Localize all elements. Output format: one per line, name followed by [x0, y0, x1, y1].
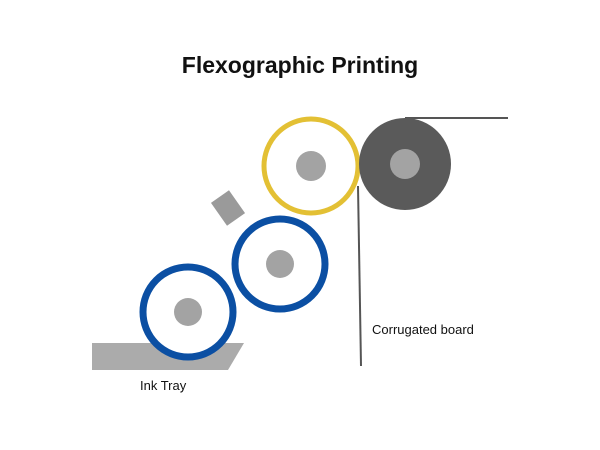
fountain-roller	[139, 263, 237, 361]
plate-cylinder-hub	[296, 151, 326, 181]
ink-tray-label: Ink Tray	[140, 378, 187, 393]
impression-cylinder-hub	[390, 149, 420, 179]
corrugated-board-label: Corrugated board	[372, 322, 474, 337]
anilox-roller	[231, 215, 329, 313]
doctor-blade	[210, 190, 246, 226]
anilox-roller-hub	[266, 250, 294, 278]
board-vertical-line	[357, 185, 362, 367]
impression-cylinder	[359, 118, 451, 210]
fountain-roller-hub	[174, 298, 202, 326]
diagram-title: Flexographic Printing	[181, 52, 419, 78]
plate-cylinder	[261, 116, 361, 216]
